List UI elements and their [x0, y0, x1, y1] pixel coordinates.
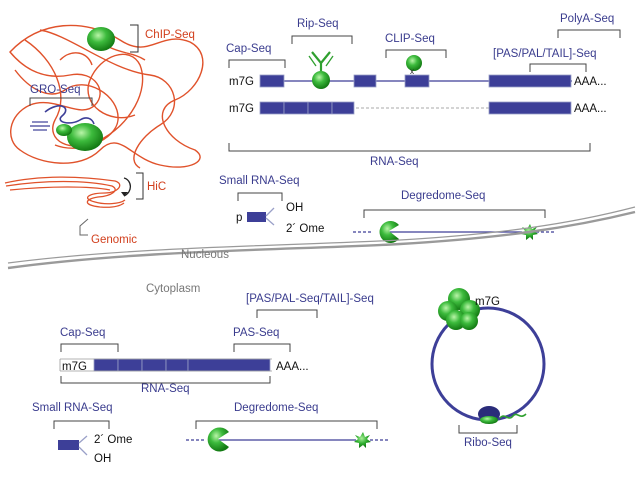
polya-tail-label-1: AAA...	[574, 76, 607, 88]
cyto-cap-seq-label: Cap-Seq	[60, 327, 105, 339]
cyto-small-rna-ends	[78, 435, 88, 456]
chip-seq-label: ChIP-Seq	[145, 29, 195, 41]
rna-seq-bracket	[228, 143, 591, 152]
hic-loop-arrow-icon	[123, 177, 132, 197]
genomic-bracket	[79, 218, 89, 236]
hic-bracket	[136, 172, 144, 200]
pre-mrna-exons	[259, 74, 572, 88]
gro-seq-bracket	[29, 97, 93, 106]
polymerase-icon	[67, 123, 103, 151]
cyto-oh-label: OH	[94, 453, 111, 465]
degredome-seq-label: Degredome-Seq	[401, 190, 485, 202]
pas-pal-seq-tail-label: [PAS/PAL-Seq/TAIL]-Seq	[246, 293, 374, 305]
exon	[141, 358, 167, 372]
nucleus-region-label: Nucleous	[181, 249, 229, 261]
chip-bracket	[130, 24, 139, 53]
cyto-m7g-cap-label: m7G	[62, 361, 87, 373]
polya-seq-label: PolyA-Seq	[560, 13, 614, 25]
cytoplasm-region-label: Cytoplasm	[146, 283, 200, 295]
mature-mrna-exons	[259, 101, 355, 115]
small-rna-seq-bracket	[237, 192, 283, 201]
cyto-rna-seq-bracket	[60, 376, 271, 384]
exon	[259, 101, 285, 115]
oh-label: OH	[286, 202, 303, 214]
cyto-cap-seq-bracket	[60, 343, 119, 352]
nuclear-membrane	[7, 210, 636, 270]
cyto-exonuclease-pacman-icon	[207, 427, 229, 452]
chip-protein-icon	[87, 27, 115, 51]
exon	[353, 74, 377, 88]
rip-seq-bracket	[291, 35, 353, 44]
rna-binding-protein-icon	[312, 71, 330, 89]
polya-tail-label-2: AAA...	[574, 103, 607, 115]
ribosome-subunit-icon	[480, 416, 498, 424]
clip-protein-icon	[406, 55, 422, 71]
cyto-degredome-seq-label: Degredome-Seq	[234, 402, 318, 414]
chromatin-fiber	[9, 24, 204, 169]
nascent-rna-squiggle	[44, 105, 95, 125]
exon	[259, 74, 285, 88]
clip-seq-label: CLIP-Seq	[385, 33, 435, 45]
cyto-small-rna-seq-label: Small RNA-Seq	[32, 402, 113, 414]
pas-pal-seq-tail-bracket	[256, 309, 318, 318]
cyto-degredome-seq-bracket	[195, 420, 378, 429]
hic-arrowhead	[121, 192, 128, 196]
exon	[488, 74, 572, 88]
cyto-pas-seq-label: PAS-Seq	[233, 327, 279, 339]
hic-fiber	[4, 176, 126, 208]
nuclear-membrane-inner	[7, 206, 636, 264]
m7g-cap-label-2: m7G	[229, 103, 254, 115]
ribo-seq-label: Ribo-Seq	[464, 437, 512, 449]
small-rna-seq-label: Small RNA-Seq	[219, 175, 300, 187]
ribo-m7g-cap-label: m7G	[475, 296, 500, 308]
degredome-seq-bracket	[363, 209, 546, 218]
small-rna-ends	[265, 207, 275, 226]
cyto-mrna-outline	[59, 358, 272, 372]
cyto-small-rna-icon	[58, 440, 79, 450]
antibody-icon	[308, 51, 334, 71]
pas-pal-tail-bracket	[529, 63, 587, 72]
small-rna-icon	[247, 212, 266, 222]
genomic-label: Genomic	[91, 234, 137, 246]
cyto-rna-seq-label: RNA-Seq	[141, 383, 190, 395]
exon	[307, 101, 333, 115]
exon	[331, 101, 355, 115]
hic-label: HiC	[147, 181, 166, 193]
exonuclease-pacman-icon	[379, 221, 399, 243]
m7g-cap-label-1: m7G	[229, 76, 254, 88]
exon	[404, 74, 430, 88]
gro-seq-label: GRO-Seq	[30, 84, 81, 96]
cyto-endonuclease-star-icon	[354, 432, 371, 448]
crosslink-mark-icon: x	[410, 67, 414, 76]
polya-seq-bracket	[557, 29, 621, 38]
polymerase-small-icon	[56, 124, 72, 136]
rip-seq-label: Rip-Seq	[297, 18, 339, 30]
exon	[488, 101, 572, 115]
cyto-pas-seq-bracket	[233, 343, 291, 352]
cyto-small-rna-seq-bracket	[53, 420, 110, 429]
ome-label: 2´ Ome	[286, 223, 324, 235]
nascent-peptide-icon	[499, 413, 527, 419]
initiation-complex-icon	[438, 288, 480, 330]
cap-seq-label: Cap-Seq	[226, 43, 271, 55]
pas-pal-tail-seq-label: [PAS/PAL/TAIL]-Seq	[493, 48, 597, 60]
exon	[283, 101, 309, 115]
exon	[187, 358, 271, 372]
cap-seq-bracket	[228, 59, 286, 68]
rna-seq-label: RNA-Seq	[370, 156, 419, 168]
exon	[165, 358, 189, 372]
phosphate-label: p	[236, 212, 242, 224]
ribo-seq-bracket	[458, 425, 518, 434]
cyto-polya-tail-label: AAA...	[276, 361, 309, 373]
exon	[93, 358, 119, 372]
cyto-ome-label: 2´ Ome	[94, 434, 132, 446]
exon	[117, 358, 143, 372]
clip-seq-bracket	[385, 49, 447, 58]
dna-strands-icon	[30, 121, 50, 131]
cyto-mrna-exons	[93, 358, 271, 372]
